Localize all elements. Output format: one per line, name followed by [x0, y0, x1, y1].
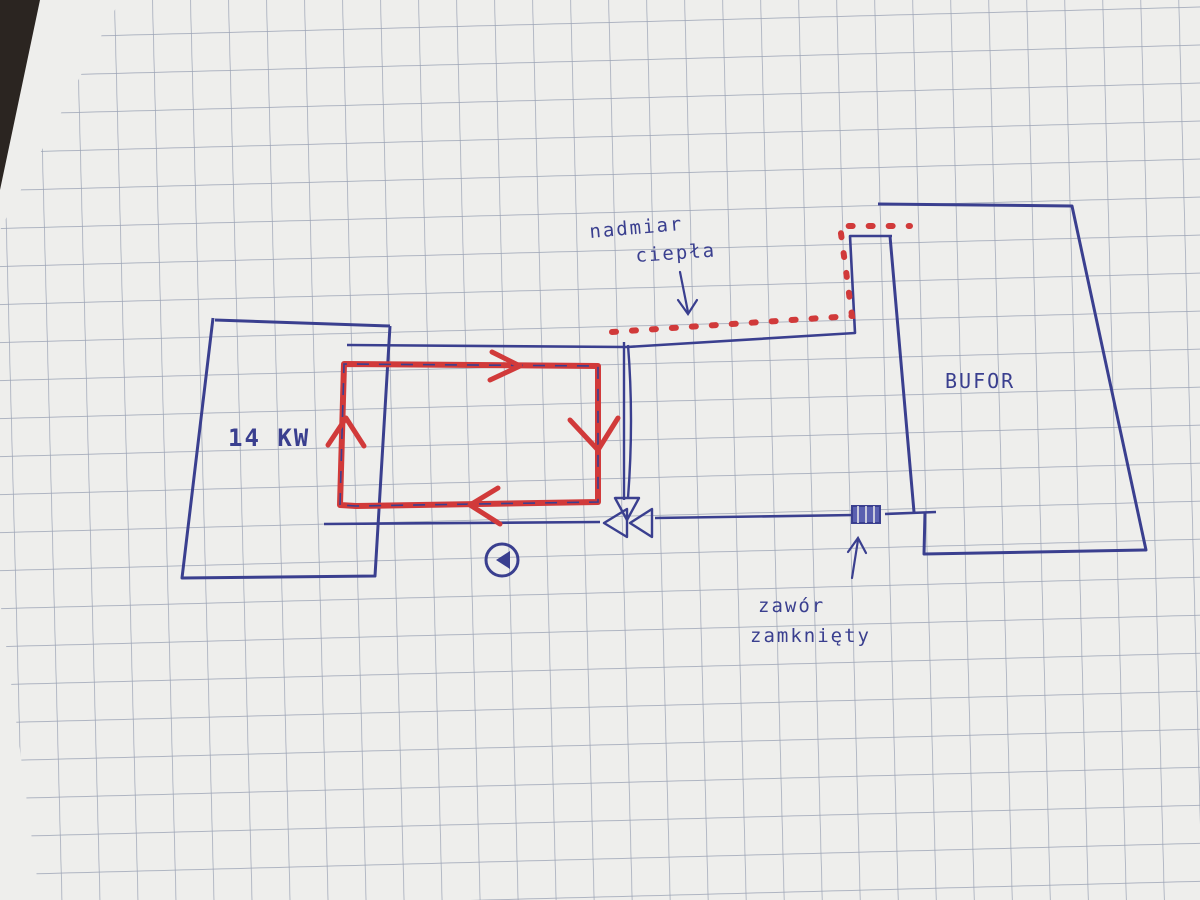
- arrow-down-icon: [567, 415, 621, 453]
- circulation-loop: [337, 361, 601, 509]
- valve-pointer-icon: [846, 535, 868, 580]
- valve-label-line1: zawór: [758, 595, 825, 617]
- pump-icon: [484, 542, 520, 578]
- valve-label-line2: zamknięty: [750, 625, 871, 647]
- arrow-left-icon: [467, 485, 503, 527]
- arrow-up-icon: [325, 415, 367, 449]
- boiler-power-label: 14 KW: [228, 424, 310, 452]
- supply-pipe: [346, 234, 892, 349]
- excess-heat-pointer-icon: [676, 270, 699, 316]
- bypass-pipe: [622, 342, 633, 500]
- return-pipe: [323, 510, 937, 526]
- excess-heat-path: [609, 223, 913, 335]
- three-way-valve-icon: [602, 496, 654, 539]
- buffer-label: BUFOR: [945, 369, 1015, 393]
- boiler-box: [180, 317, 392, 580]
- arrow-right-icon: [487, 349, 523, 383]
- closed-valve-icon: [851, 505, 881, 524]
- buffer-box: [877, 202, 1148, 556]
